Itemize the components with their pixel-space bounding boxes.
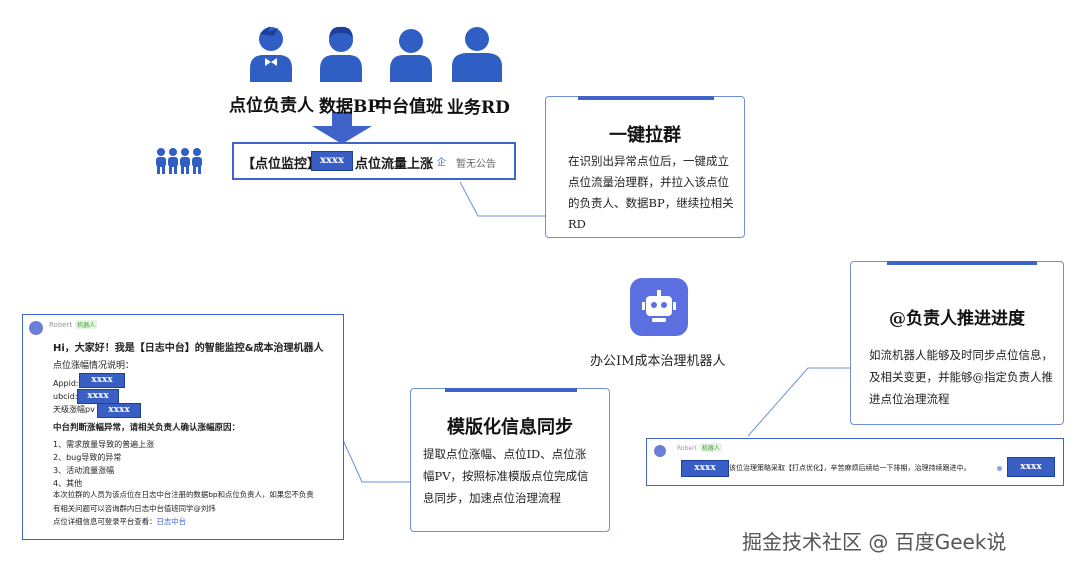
robot-tag: 机器人 bbox=[75, 320, 98, 329]
chat-field-mask: xxxx bbox=[97, 403, 141, 418]
chat-judge: 中台判断涨幅异常，请相关负责人确认涨幅原因： bbox=[53, 423, 241, 433]
card-line: 点位流量治理群，并拉入该点位 bbox=[568, 175, 729, 189]
connector-chat-right-to-card bbox=[747, 367, 850, 437]
card-line: 及相关变更，并能够@指定负责人推 bbox=[869, 370, 1053, 384]
person-icon bbox=[390, 29, 432, 82]
chat-subtitle: 点位涨幅情况说明： bbox=[53, 361, 135, 371]
person-rd bbox=[450, 26, 504, 86]
card-title: 模版化信息同步 bbox=[447, 417, 573, 438]
connector-group-to-card bbox=[459, 181, 546, 217]
card-description: 提取点位涨幅、点位ID、点位涨 幅PV，按照标准模版点位完成信 息同步，加速点位… bbox=[423, 443, 589, 509]
chat-field-mask: xxxx bbox=[77, 389, 119, 404]
chat-footer-text: 点位详细信息可登录平台查看： bbox=[53, 517, 157, 526]
card-line: 的负责人、数据BP，继续拉相关 bbox=[568, 196, 734, 210]
person-oncall bbox=[388, 26, 434, 86]
chat-sender: Robert bbox=[677, 445, 697, 452]
person-owner bbox=[248, 22, 294, 86]
chat-footer: 点位详细信息可登录平台查看：日志中台 bbox=[53, 516, 186, 527]
status-dot-icon bbox=[997, 466, 1002, 471]
card-line: 在识别出异常点位后，一键成立 bbox=[568, 154, 729, 168]
person-label-data-bp: 数据BP bbox=[319, 97, 381, 117]
person-label-owner: 点位负责人 bbox=[229, 96, 314, 116]
group-title-suffix: 点位流量上涨 bbox=[355, 157, 434, 172]
down-arrow-icon bbox=[312, 112, 372, 144]
card-line: 提取点位涨幅、点位ID、点位涨 bbox=[423, 447, 587, 461]
robot-avatar bbox=[29, 321, 43, 335]
chat-note: 有相关问题可以咨询群内日志中台值班同学@刘炜 bbox=[53, 504, 216, 513]
chat-field-label: ubcid: bbox=[53, 392, 78, 401]
group-title-mask: xxxx bbox=[311, 151, 353, 171]
group-notice[interactable]: 暂无公告 bbox=[456, 159, 496, 170]
chat-mask-left: xxxx bbox=[681, 460, 729, 477]
group-chat-bar[interactable]: 【点位监控】 xxxx 点位流量上涨 企 暂无公告 bbox=[232, 142, 516, 180]
card-title: @负责人推进进度 bbox=[889, 309, 1025, 329]
chat-reason: 2、bug导致的异常 bbox=[53, 453, 122, 462]
card-topbar bbox=[887, 261, 1037, 265]
group-title-prefix: 【点位监控】 bbox=[242, 157, 321, 172]
chat-note: 本次拉群的人员为该点位在日志中台注册的数据bp和点位负责人，如果您不负责 bbox=[53, 490, 314, 499]
robot-label: 办公IM成本治理机器人 bbox=[590, 354, 726, 369]
robot-icon bbox=[642, 290, 676, 322]
chat-field-mask: xxxx bbox=[79, 373, 125, 388]
card-title: 一键拉群 bbox=[609, 125, 681, 146]
chat-reason: 1、需求放量导致的普遍上涨 bbox=[53, 440, 155, 449]
robot-tag: 机器人 bbox=[699, 443, 722, 452]
enterprise-badge-icon: 企 bbox=[437, 158, 447, 168]
chat-field-label: Appid: bbox=[53, 379, 79, 388]
card-line: 如流机器人能够及时同步点位信息， bbox=[869, 348, 1053, 362]
person-bowtie-icon bbox=[250, 26, 292, 82]
chat-greeting: Hi，大家好！我是【日志中台】的智能监控&成本治理机器人 bbox=[53, 343, 324, 354]
person-data-bp bbox=[318, 24, 364, 86]
person-icon bbox=[452, 27, 502, 82]
person-label-rd: 业务RD bbox=[447, 98, 510, 118]
card-description: 在识别出异常点位后，一键成立 点位流量治理群，并拉入该点位 的负责人、数据BP，… bbox=[568, 151, 734, 235]
robot-tile bbox=[630, 278, 688, 336]
chat-reason: 3、活动流量涨幅 bbox=[53, 466, 115, 475]
robot-avatar bbox=[654, 445, 666, 457]
card-topbar bbox=[578, 96, 714, 100]
watermark: 掘金技术社区 @ 百度Geek说 bbox=[742, 530, 1007, 554]
card-line: RD bbox=[568, 217, 586, 231]
chat-mask-right: xxxx bbox=[1007, 457, 1055, 477]
card-line: 息同步，加速点位治理流程 bbox=[423, 491, 561, 505]
card-line: 幅PV，按照标准模版点位完成信 bbox=[423, 469, 589, 483]
person-label-oncall: 中台值班 bbox=[375, 97, 443, 117]
person-hair-icon bbox=[320, 26, 362, 82]
chat-sender: Robert bbox=[49, 321, 73, 329]
connector-chat-to-card bbox=[342, 439, 412, 483]
card-mention-owner: @负责人推进进度 如流机器人能够及时同步点位信息， 及相关变更，并能够@指定负责… bbox=[850, 261, 1064, 425]
chat-field-label: 天级涨幅pv bbox=[53, 405, 95, 414]
chat-text: 该位治理策略采取【打点优化】，辛苦麻烦后续给一下排期，治理持续跟进中。 bbox=[729, 464, 971, 472]
group-people-icon bbox=[156, 148, 202, 174]
card-topbar bbox=[445, 388, 577, 392]
card-one-click-group: 一键拉群 在识别出异常点位后，一键成立 点位流量治理群，并拉入该点位 的负责人、… bbox=[545, 96, 745, 238]
card-description: 如流机器人能够及时同步点位信息， 及相关变更，并能够@指定负责人推 进点位治理流… bbox=[869, 344, 1053, 410]
log-platform-link[interactable]: 日志中台 bbox=[156, 517, 187, 526]
chat-reason: 4、其他 bbox=[53, 479, 83, 488]
card-template-sync: 模版化信息同步 提取点位涨幅、点位ID、点位涨 幅PV，按照标准模版点位完成信 … bbox=[410, 388, 610, 532]
card-line: 进点位治理流程 bbox=[869, 392, 950, 406]
